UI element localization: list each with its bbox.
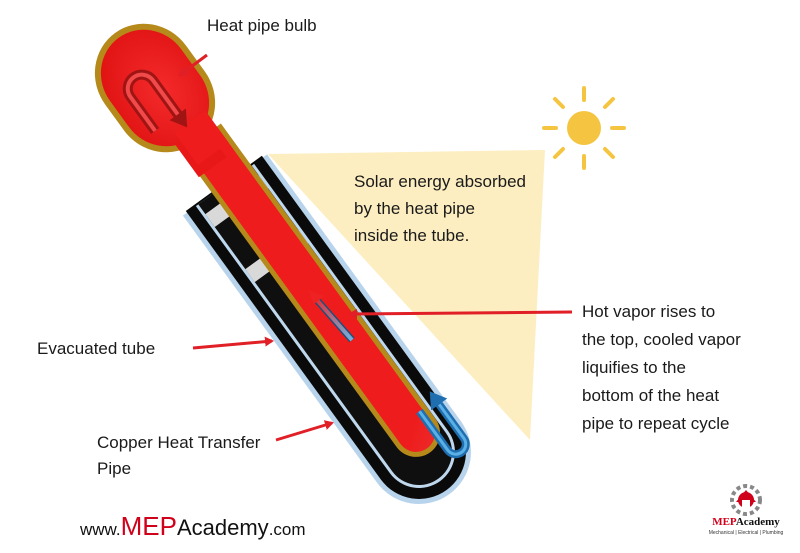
solar-label-line: by the heat pipe <box>354 199 475 218</box>
evacuated-tube-label: Evacuated tube <box>37 339 156 358</box>
bulb-circulation-arrow-icon <box>122 69 188 134</box>
sun-icon <box>542 86 626 170</box>
hot-vapor-callout-arrow <box>348 308 573 319</box>
bulb-callout-arrow <box>178 53 208 77</box>
logo-tagline: Mechanical | Electrical | Plumbing <box>708 530 784 536</box>
vapor-label-line: bottom of the heat <box>582 386 720 405</box>
copper-heat-transfer-pipe <box>182 123 441 457</box>
vapor-rise-arrow-icon <box>308 290 355 343</box>
logo-wordmark: MEPAcademy <box>712 516 780 528</box>
solar-energy-label: Solar energy absorbed by the heat pipe i… <box>354 168 526 249</box>
hot-vapor-label: Hot vapor rises to the top, cooled vapor… <box>582 298 741 438</box>
copper-pipe-callout-arrow <box>275 420 334 442</box>
sun-beam <box>268 150 545 440</box>
mep-academy-logo-icon <box>730 484 762 516</box>
copper-pipe-label: Copper Heat Transfer Pipe <box>97 430 260 482</box>
website-url: www.MEPAcademy.com <box>80 511 306 541</box>
copper-label-line: Pipe <box>97 459 132 478</box>
vapor-label-line: the top, cooled vapor <box>582 330 741 349</box>
solar-label-line: Solar energy absorbed <box>354 172 527 191</box>
cold-circulation-arrow-icon <box>416 391 470 459</box>
vapor-label-line: Hot vapor rises to <box>582 302 716 321</box>
copper-label-line: Copper Heat Transfer <box>97 433 261 452</box>
solar-label-line: inside the tube. <box>354 226 470 245</box>
vapor-label-line: liquifies to the <box>582 358 686 377</box>
evacuated-tube-callout-arrow <box>192 336 274 350</box>
vapor-label-line: pipe to repeat cycle <box>582 414 730 433</box>
heat-pipe-bulb-label: Heat pipe bulb <box>207 16 317 35</box>
